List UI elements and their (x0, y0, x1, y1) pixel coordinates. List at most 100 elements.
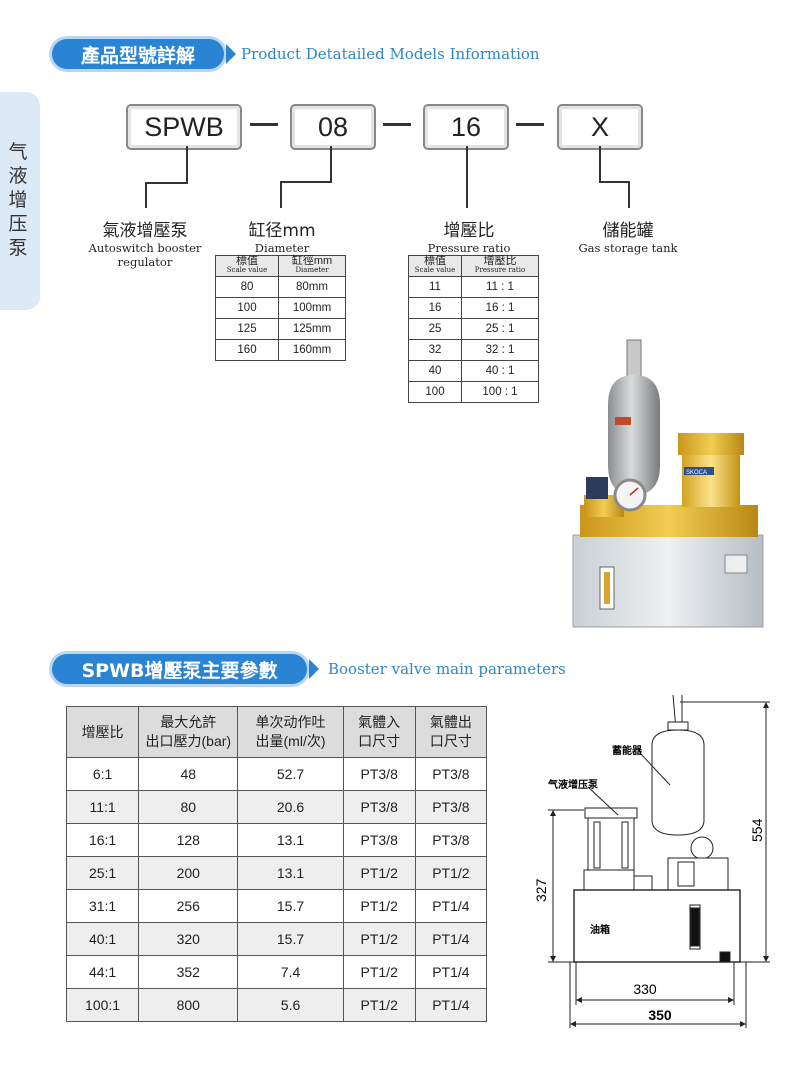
table-cell: 125 (215, 318, 279, 340)
param-table-header-line: 氣體出 (429, 714, 472, 730)
table-cell: 25 : 1 (461, 318, 539, 340)
param-table-header-line: 出口壓力(bar) (145, 733, 232, 749)
table-cell: 25:1 (65, 856, 140, 890)
code-box-series: SPWB (126, 104, 242, 150)
table-cell: PT3/8 (342, 790, 416, 824)
side-tab-char: 气 (8, 141, 28, 163)
param-table-header-line: 口尺寸 (358, 733, 401, 749)
dim-width-inner: 330 (633, 981, 657, 997)
code-box-diameter: 08 (290, 104, 376, 150)
table-cell: 128 (138, 823, 239, 857)
code-dash (383, 123, 411, 126)
table-cell: 16 (408, 297, 462, 319)
table-cell: PT3/8 (414, 757, 488, 791)
side-tab-char: 泵 (8, 237, 28, 259)
table-cell: 256 (138, 889, 239, 923)
param-table-header: 氣體入口尺寸 (342, 706, 416, 758)
table-cell: 100 : 1 (461, 381, 539, 403)
table-cell: 125mm (278, 318, 346, 340)
table-cell: PT1/2 (342, 922, 416, 956)
table-cell: 11 : 1 (461, 276, 539, 298)
param-table: 增壓比最大允許出口壓力(bar)单次动作吐出量(ml/次)氣體入口尺寸氣體出口尺… (65, 706, 488, 1022)
section2-title: SPWB增壓泵主要參數 (52, 654, 307, 684)
table-cell: 100:1 (65, 988, 140, 1022)
section2-title-en: Booster valve main parameters (328, 660, 566, 678)
connector-line (145, 182, 147, 208)
param-table-header-line: 单次动作吐 (255, 714, 326, 730)
table-cell: 352 (138, 955, 239, 989)
table-cell: PT1/2 (342, 856, 416, 890)
param-table-header: 氣體出口尺寸 (414, 706, 488, 758)
table-cell: PT1/2 (342, 988, 416, 1022)
drawing-label-accumulator: 蓄能器 (612, 744, 643, 757)
label-diameter-en: Diameter (254, 241, 310, 255)
table-cell: PT1/4 (414, 889, 488, 923)
drawing-label-tank: 油箱 (590, 923, 610, 936)
table-cell: 80mm (278, 276, 346, 298)
label-tank: 儲能罐 Gas storage tank (570, 216, 686, 255)
label-ratio-en: Pressure ratio (427, 241, 511, 255)
table-cell: 40:1 (65, 922, 140, 956)
product-photo: SKOCA (572, 339, 764, 628)
label-series: 氣液增壓泵 Autoswitch booster regulator (80, 216, 210, 269)
section2-arrow-icon (309, 659, 319, 679)
table-cell: 13.1 (237, 856, 344, 890)
table-cell: 5.6 (237, 988, 344, 1022)
table-cell: 11 (408, 276, 462, 298)
param-table-header-line: 氣體入 (358, 714, 401, 730)
code-box-tank: X (557, 104, 643, 150)
table-cell: 7.4 (237, 955, 344, 989)
side-tab-char: 增 (8, 189, 28, 211)
section1-title-en: Product Detatailed Models Information (241, 45, 540, 63)
param-table-header: 增壓比 (65, 706, 140, 758)
table-cell: PT1/2 (414, 856, 488, 890)
table-cell: PT1/2 (342, 955, 416, 989)
table-cell: 160mm (278, 339, 346, 361)
side-tab (0, 92, 40, 310)
table-cell: 200 (138, 856, 239, 890)
connector-line (186, 146, 188, 183)
connector-line (599, 181, 629, 183)
table-cell: 15.7 (237, 922, 344, 956)
connector-line (280, 181, 282, 208)
table-cell: 100 (215, 297, 279, 319)
technical-drawing: 蓄能器 气液增压泵 油箱 330 350 327 554 (533, 694, 770, 1028)
side-tab-label: 气液增压泵 (6, 140, 30, 260)
table-cell: 32 (408, 339, 462, 361)
param-table-header-line: 最大允許 (160, 714, 217, 730)
code-box-ratio: 16 (423, 104, 509, 150)
connector-line (280, 181, 332, 183)
label-ratio-cn: 增壓比 (443, 221, 495, 241)
side-tab-char: 压 (8, 213, 28, 235)
table-cell: PT1/2 (342, 889, 416, 923)
drawing-label-pump: 气液增压泵 (547, 778, 599, 791)
table-cell: PT3/8 (342, 757, 416, 791)
param-table-header-line: 增壓比 (81, 723, 124, 740)
table-cell: 44:1 (65, 955, 140, 989)
section1-arrow-icon (226, 44, 236, 64)
table-cell: PT1/4 (414, 988, 488, 1022)
label-tank-cn: 儲能罐 (602, 221, 654, 241)
table-cell: 6:1 (65, 757, 140, 791)
table-cell: 25 (408, 318, 462, 340)
label-series-cn: 氣液增壓泵 (102, 221, 188, 241)
section2-title-text: SPWB增壓泵主要參數 (81, 659, 278, 682)
table-cell: 80 (138, 790, 239, 824)
table-cell: 52.7 (237, 757, 344, 791)
side-tab-char: 液 (8, 165, 28, 187)
